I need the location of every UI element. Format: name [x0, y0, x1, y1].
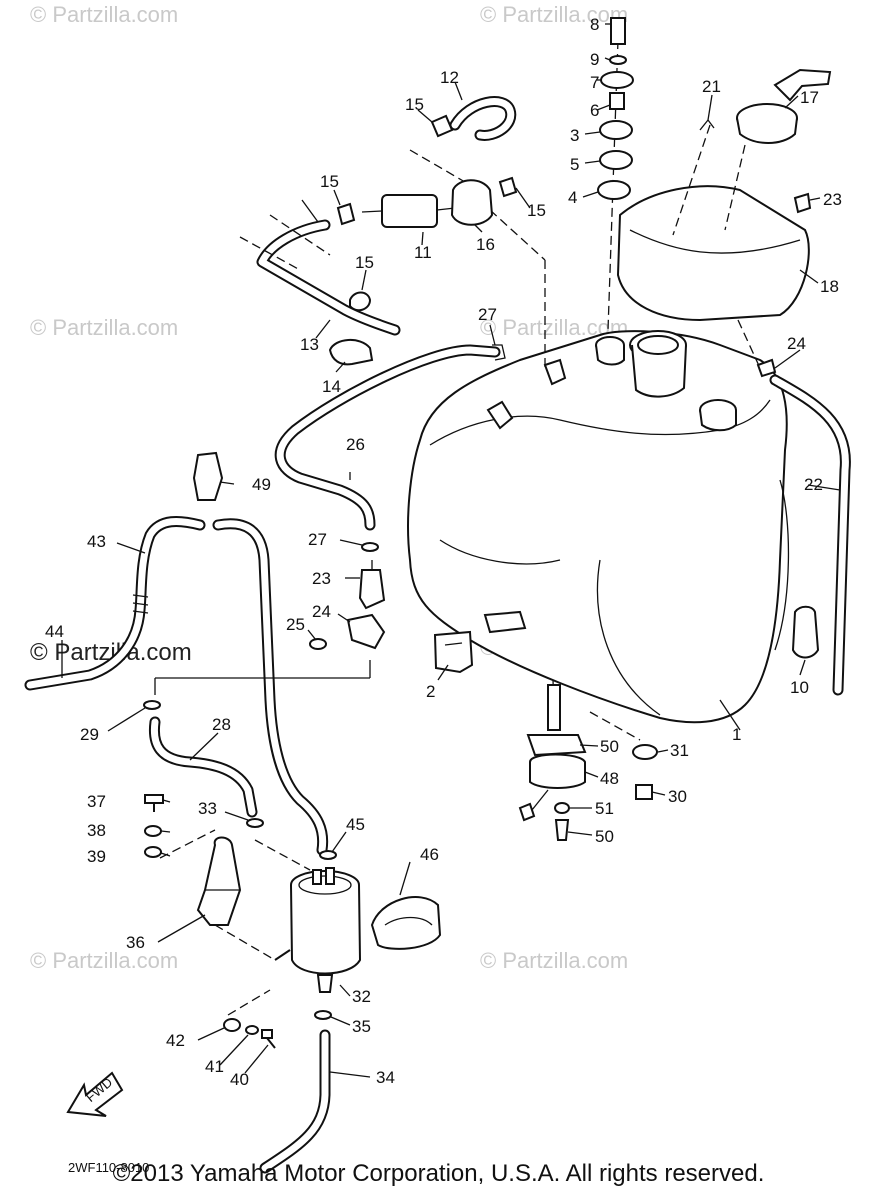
callout-label: 13	[300, 335, 319, 354]
callout-label: 23	[312, 569, 331, 588]
callout-label: 43	[87, 532, 106, 551]
callout-label: 22	[804, 475, 823, 494]
callout-label: 3	[570, 126, 579, 145]
callout-label: 44	[45, 622, 64, 641]
callout-label: 33	[198, 799, 217, 818]
callout-label: 10	[790, 678, 809, 697]
callout-label: 32	[352, 987, 371, 1006]
callout-label: 46	[420, 845, 439, 864]
callout-label: 48	[600, 769, 619, 788]
watermark: © Partzilla.com	[480, 948, 628, 973]
callout-label: 25	[286, 615, 305, 634]
callout-label: 51	[595, 799, 614, 818]
callout-label: 15	[320, 172, 339, 191]
callout-label: 38	[87, 821, 106, 840]
watermark: © Partzilla.com	[30, 315, 178, 340]
diagram-code: 2WF110-8010	[68, 1160, 149, 1175]
fuel-filter-group	[239, 96, 546, 370]
callout-label: 28	[212, 715, 231, 734]
callout-label: 15	[405, 95, 424, 114]
callout-label: 17	[800, 88, 819, 107]
callout-labels: 8 9 7 6 3 5 4 17 21 23 18 24 22 10 1 2 1…	[45, 15, 842, 1089]
watermark: © Partzilla.com	[30, 948, 178, 973]
callout-label: 23	[823, 190, 842, 209]
cap-stack	[597, 17, 634, 331]
callout-label: 50	[595, 827, 614, 846]
callout-label: 30	[668, 787, 687, 806]
callout-label: 12	[440, 68, 459, 87]
callout-label: 15	[527, 201, 546, 220]
callout-label: 2	[426, 682, 435, 701]
fuel-tank	[407, 330, 790, 724]
callout-label: 15	[355, 253, 374, 272]
watermark: © Partzilla.com	[480, 2, 628, 27]
callout-label: 14	[322, 377, 341, 396]
callout-label: 9	[590, 50, 599, 69]
callout-label: 39	[87, 847, 106, 866]
callout-label: 27	[478, 305, 497, 324]
callout-label: 41	[205, 1057, 224, 1076]
callout-label: 1	[732, 725, 741, 744]
callout-label: 18	[820, 277, 839, 296]
callout-label: 50	[600, 737, 619, 756]
callout-label: 5	[570, 155, 579, 174]
callout-label: 16	[476, 235, 495, 254]
vent-hoses	[737, 319, 851, 696]
watermark: © Partzilla.com	[30, 2, 178, 27]
callout-label: 42	[166, 1031, 185, 1050]
callout-label: 21	[702, 77, 721, 96]
callout-label: 24	[312, 602, 331, 621]
callout-label: 40	[230, 1070, 249, 1089]
callout-label: 11	[414, 243, 432, 262]
leader-lines	[61, 23, 841, 1078]
callout-label: 27	[308, 530, 327, 549]
hose-43-group	[24, 451, 329, 856]
callout-label: 29	[80, 725, 99, 744]
callout-label: 36	[126, 933, 145, 952]
callout-label: 24	[787, 334, 806, 353]
locking-cap-and-tray	[616, 68, 832, 322]
callout-label: 34	[376, 1068, 395, 1087]
lower-left-group	[143, 660, 371, 860]
lower-pump-group	[196, 836, 442, 1174]
callout-label: 31	[670, 741, 689, 760]
callout-label: 26	[346, 435, 365, 454]
callout-label: 4	[568, 188, 577, 207]
callout-label: 37	[87, 792, 106, 811]
callout-label: 6	[590, 101, 599, 120]
copyright-notice: ©2013 Yamaha Motor Corporation, U.S.A. A…	[112, 1160, 765, 1187]
callout-label: 7	[590, 73, 599, 92]
callout-label: 49	[252, 475, 271, 494]
callout-label: 45	[346, 815, 365, 834]
callout-label: 35	[352, 1017, 371, 1036]
callout-label: 8	[590, 15, 599, 34]
hose-26-group	[274, 344, 506, 650]
